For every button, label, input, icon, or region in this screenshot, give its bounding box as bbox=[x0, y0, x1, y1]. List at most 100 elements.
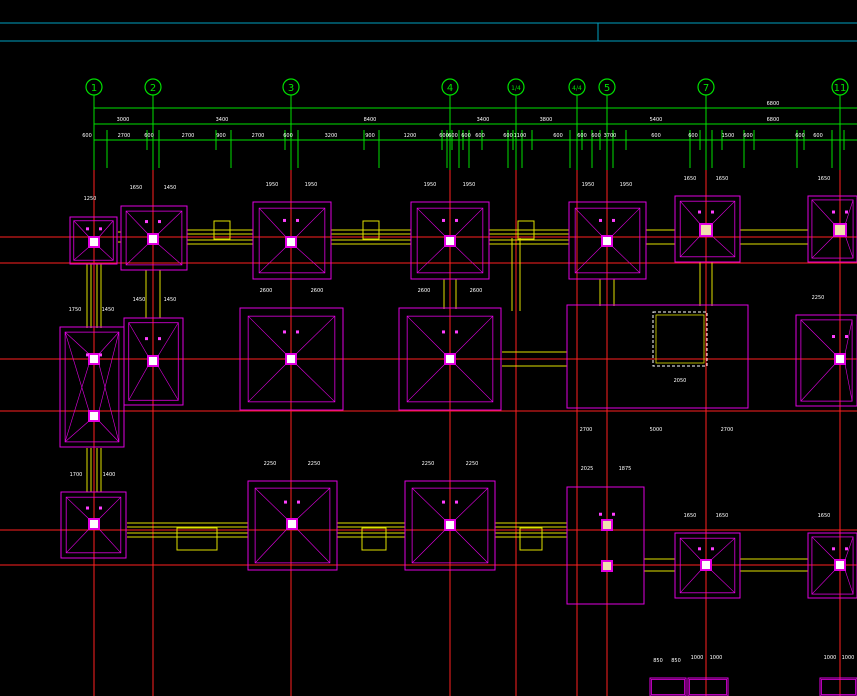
footing-dim-label: 2050 bbox=[674, 378, 687, 384]
footing[interactable] bbox=[60, 491, 127, 559]
footing-dim-label: 1000 bbox=[824, 655, 837, 661]
footing-dim-label: 1950 bbox=[463, 182, 476, 188]
axis-label-4: 4 bbox=[447, 83, 453, 94]
axis-label-11: 11 bbox=[834, 83, 847, 94]
footing-dim-label: 1650 bbox=[684, 176, 697, 182]
footing[interactable] bbox=[123, 317, 184, 406]
footing[interactable] bbox=[252, 201, 332, 280]
detail-dimension-ticks bbox=[93, 130, 845, 168]
dim-detail: 600 bbox=[461, 133, 471, 139]
footing-dim-label: 2600 bbox=[260, 288, 273, 294]
axis-label-1-4: 1/4 bbox=[511, 85, 521, 92]
axis-label-2: 2 bbox=[150, 83, 156, 94]
footing-dim-label: 1000 bbox=[691, 655, 704, 661]
axis-label-5: 5 bbox=[604, 83, 610, 94]
footing-dim-label: 850 bbox=[653, 658, 663, 664]
axis-labels: 1 2 3 4 1/4 4/4 5 7 11 bbox=[91, 83, 847, 94]
footing[interactable] bbox=[795, 314, 857, 407]
combined-footing-5-7[interactable] bbox=[566, 304, 749, 409]
dim-overall-5: 3800 bbox=[540, 117, 553, 123]
footing[interactable] bbox=[807, 532, 857, 599]
footing-dim-label: 1650 bbox=[130, 185, 143, 191]
footing-dim-label: 1950 bbox=[305, 182, 318, 188]
footing-dim-label: 2250 bbox=[812, 295, 825, 301]
footing[interactable] bbox=[819, 677, 857, 696]
dim-overall-8: 6800 bbox=[767, 117, 780, 123]
footing-dim-label: 2600 bbox=[418, 288, 431, 294]
dim-overall-4: 3400 bbox=[477, 117, 490, 123]
footing-dim-label: 5000 bbox=[650, 427, 663, 433]
footing[interactable] bbox=[687, 677, 729, 696]
footing[interactable] bbox=[239, 307, 344, 411]
dim-detail: 600 bbox=[591, 133, 601, 139]
dim-detail: 600 bbox=[144, 133, 154, 139]
footing[interactable] bbox=[247, 480, 338, 571]
footing[interactable] bbox=[410, 201, 490, 280]
dim-detail: 600 bbox=[813, 133, 823, 139]
footing-dim-label: 1000 bbox=[710, 655, 723, 661]
dim-detail: 600 bbox=[448, 133, 458, 139]
footing-dim-label: 2600 bbox=[470, 288, 483, 294]
dim-detail: 900 bbox=[365, 133, 375, 139]
dim-detail: 900 bbox=[216, 133, 226, 139]
footing-dim-label: 1450 bbox=[102, 307, 115, 313]
footing[interactable] bbox=[649, 677, 687, 696]
dim-detail: 1100 bbox=[514, 133, 527, 139]
dim-detail: 600 bbox=[743, 133, 753, 139]
footing[interactable] bbox=[120, 205, 188, 271]
dim-detail: 600 bbox=[553, 133, 563, 139]
dim-overall-6: 5400 bbox=[650, 117, 663, 123]
footing[interactable] bbox=[674, 532, 741, 599]
footing-dim-label: 1450 bbox=[133, 297, 146, 303]
footing[interactable] bbox=[674, 195, 741, 263]
axis-label-7: 7 bbox=[703, 83, 709, 94]
dim-detail: 1200 bbox=[404, 133, 417, 139]
axis-label-4-4: 4/4 bbox=[572, 85, 582, 92]
footing[interactable] bbox=[568, 201, 647, 280]
dim-overall-7: 6800 bbox=[767, 101, 780, 107]
dim-detail: 2700 bbox=[118, 133, 131, 139]
footing[interactable] bbox=[69, 216, 118, 265]
footing-dim-label: 1950 bbox=[620, 182, 633, 188]
dim-detail: 600 bbox=[688, 133, 698, 139]
footing[interactable] bbox=[566, 486, 645, 605]
footing[interactable] bbox=[398, 307, 502, 411]
top-dimension-text: 3000 3400 8400 3400 3800 5400 6800 6800 … bbox=[82, 101, 823, 139]
footing-dim-label: 1650 bbox=[684, 513, 697, 519]
footing-dim-label: 2025 bbox=[581, 466, 594, 472]
footing[interactable] bbox=[404, 480, 496, 571]
axis-label-1: 1 bbox=[91, 83, 97, 94]
dim-detail: 2700 bbox=[252, 133, 265, 139]
footing-dim-label: 1650 bbox=[818, 513, 831, 519]
footing-dim-label: 2250 bbox=[308, 461, 321, 467]
dim-detail: 600 bbox=[475, 133, 485, 139]
dim-detail: 600 bbox=[577, 133, 587, 139]
footing-dim-label: 850 bbox=[671, 658, 681, 664]
footing-dim-label: 1950 bbox=[266, 182, 279, 188]
dim-detail: 3700 bbox=[604, 133, 617, 139]
footing-dim-label: 1650 bbox=[716, 176, 729, 182]
axis-label-3: 3 bbox=[288, 83, 294, 94]
footing-dim-label: 1000 bbox=[842, 655, 855, 661]
footing-dim-label: 1650 bbox=[818, 176, 831, 182]
tie-beams bbox=[86, 220, 808, 572]
title-frame bbox=[0, 22, 857, 42]
dim-detail: 600 bbox=[439, 133, 449, 139]
footing-dim-label: 2250 bbox=[422, 461, 435, 467]
dim-detail: 600 bbox=[795, 133, 805, 139]
footing-dim-label: 2250 bbox=[466, 461, 479, 467]
dim-detail: 600 bbox=[503, 133, 513, 139]
footing-dim-label: 2250 bbox=[264, 461, 277, 467]
dim-detail: 600 bbox=[651, 133, 661, 139]
footing-dim-label: 1450 bbox=[164, 185, 177, 191]
footing-dim-label: 2700 bbox=[721, 427, 734, 433]
footing-dim-label: 1400 bbox=[103, 472, 116, 478]
footing-dim-label: 1450 bbox=[164, 297, 177, 303]
footing[interactable] bbox=[807, 195, 857, 263]
footing[interactable] bbox=[59, 326, 125, 448]
axis-bubbles bbox=[85, 78, 849, 96]
axis-lines bbox=[0, 95, 857, 696]
dim-detail: 1500 bbox=[722, 133, 735, 139]
